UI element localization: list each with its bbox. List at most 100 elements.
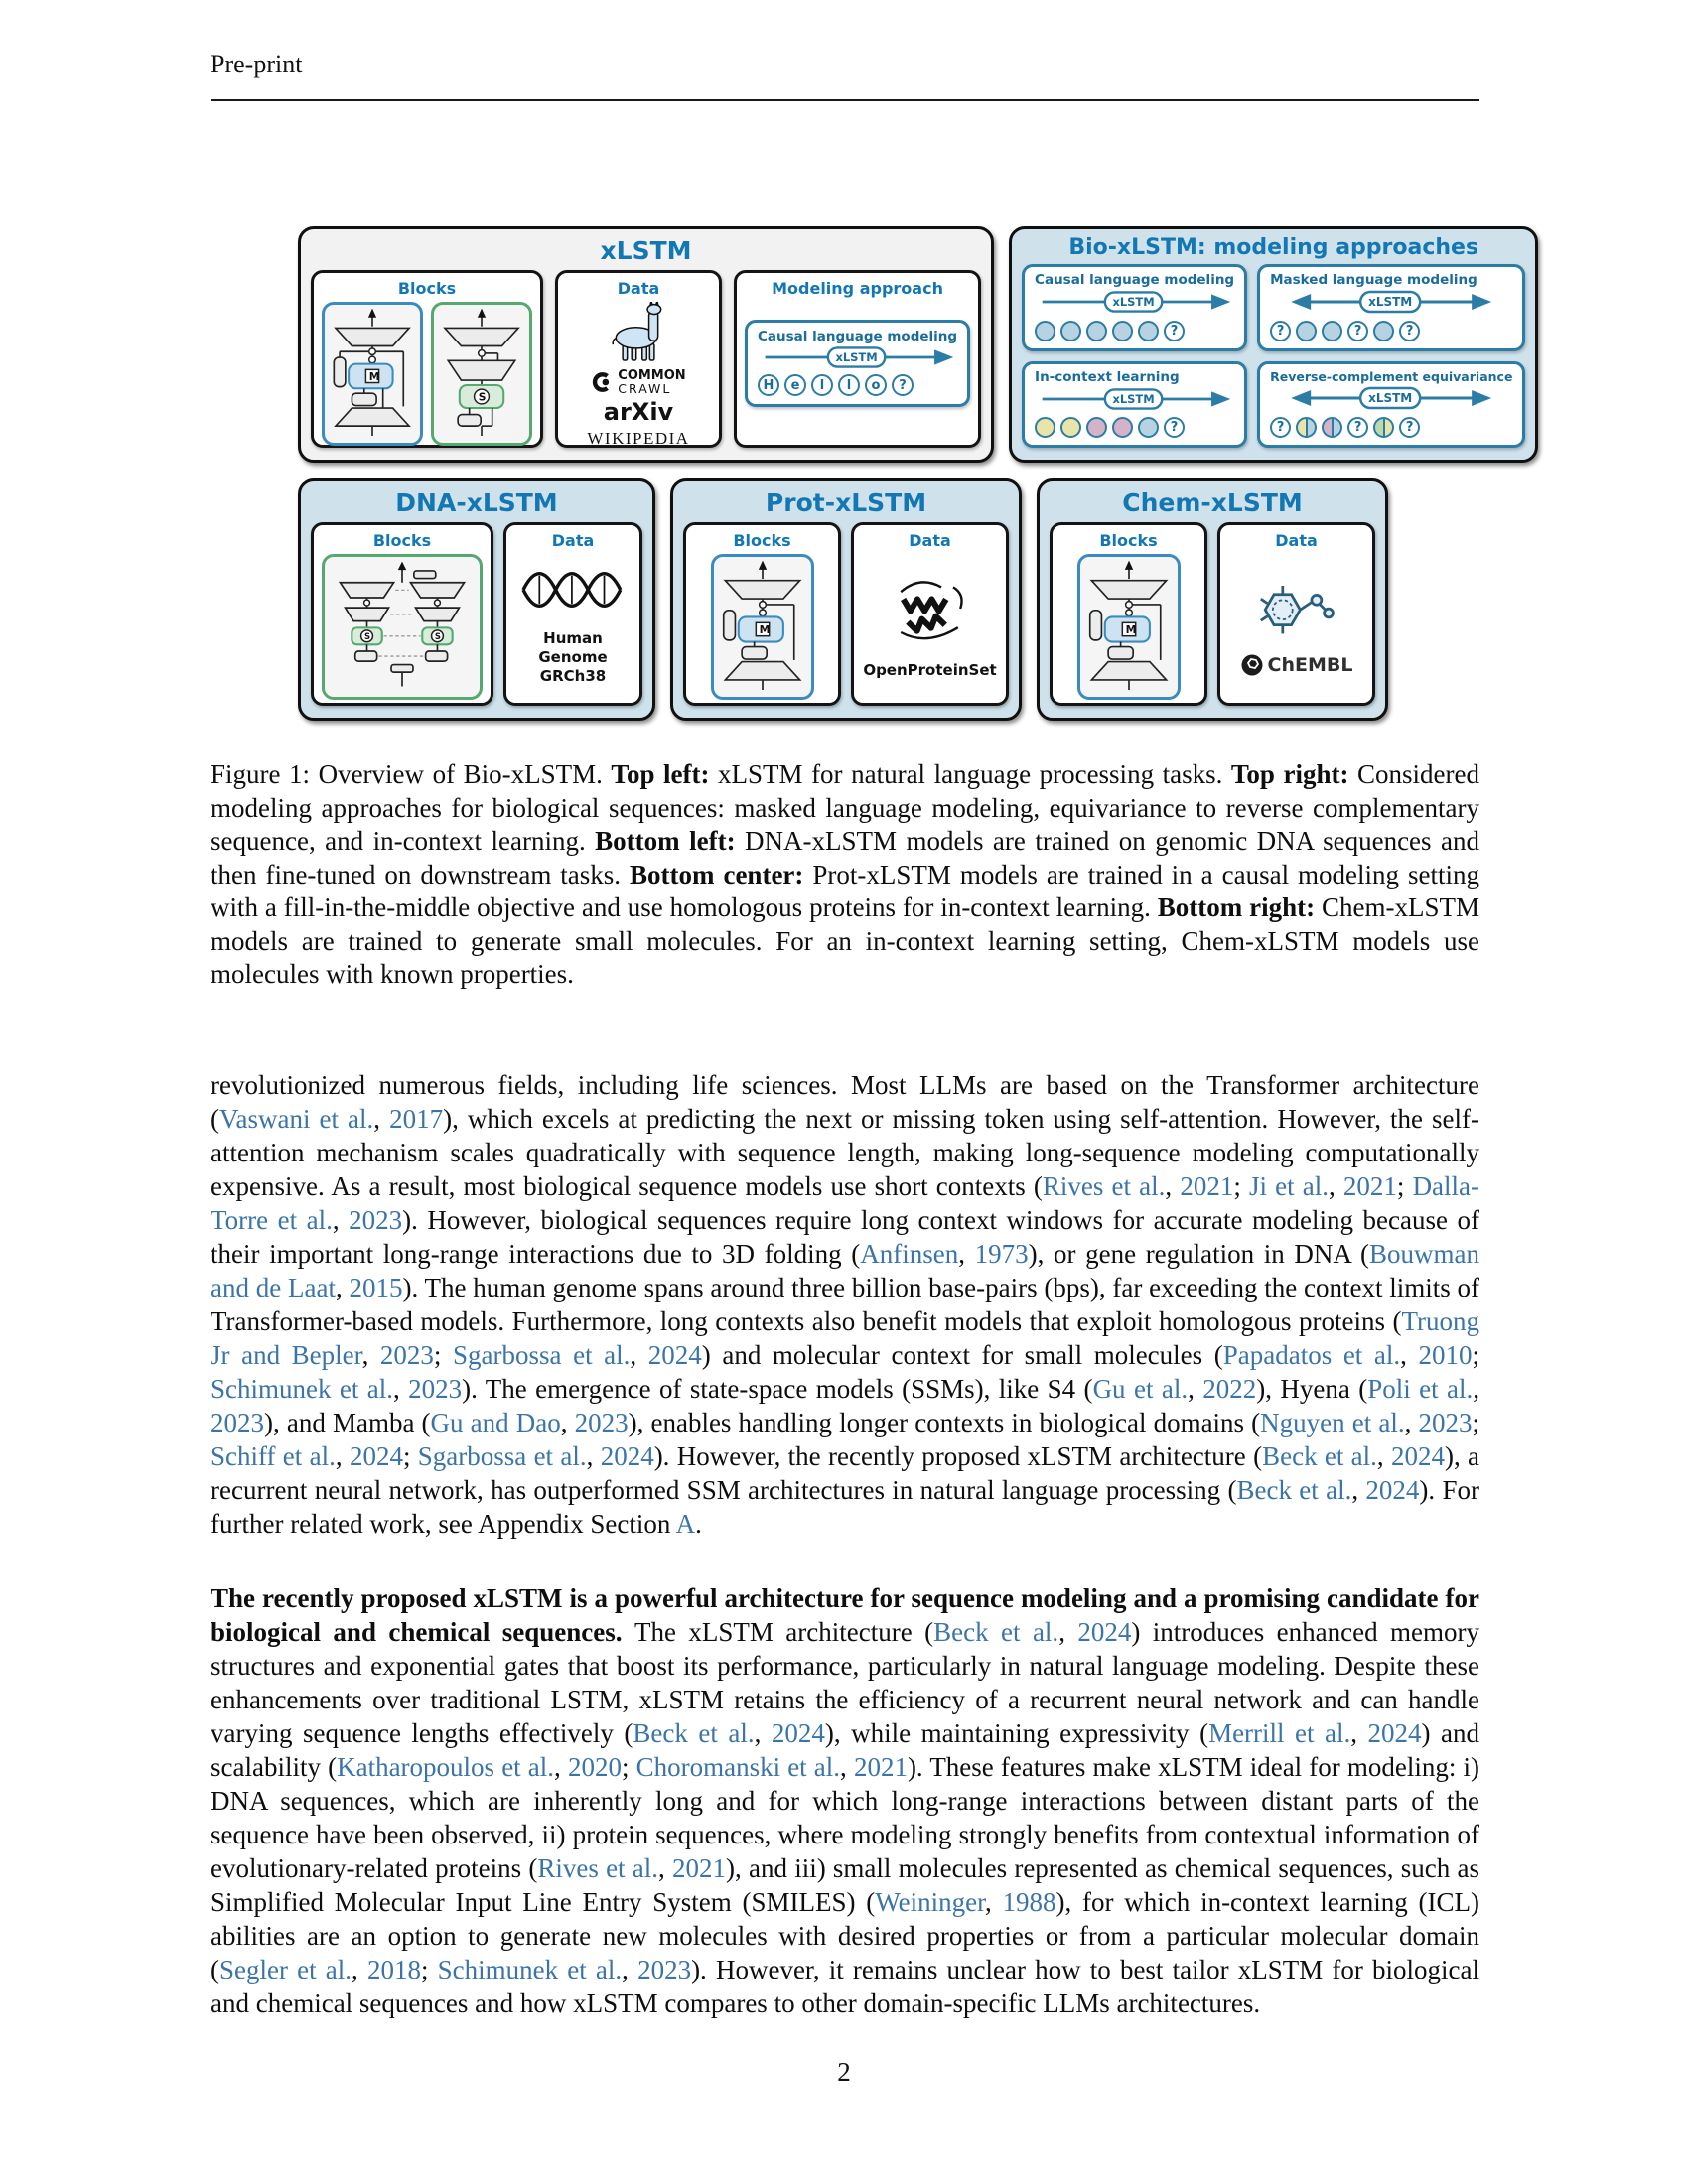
citation-link[interactable]: Beck et al. (1236, 1475, 1352, 1505)
panel-dna-xlstm: DNA-xLSTM Blocks (298, 478, 655, 721)
citation-link[interactable]: 2023 (349, 1205, 403, 1235)
protein-structure-icon (900, 580, 964, 639)
text-segment: , (1350, 1718, 1368, 1748)
citation-link[interactable]: 2023 (574, 1408, 629, 1437)
text-segment: ). The human genome spans around three b… (211, 1273, 1480, 1336)
dna-blocks-box: Blocks (311, 522, 493, 706)
svg-text:S: S (479, 391, 487, 404)
letter-token-circle: ? (892, 374, 914, 396)
citation-link[interactable]: Beck et al. (633, 1718, 755, 1748)
text-segment: , (1400, 1340, 1419, 1370)
citation-link[interactable]: 1988 (1002, 1887, 1056, 1917)
citation-link[interactable]: Segler et al. (219, 1955, 352, 1984)
citation-link[interactable]: Vaswani et al. (219, 1104, 374, 1134)
text-segment: ), a recurrent neural network, has outpe… (211, 1441, 1480, 1505)
citation-link[interactable]: 2021 (1180, 1171, 1234, 1201)
citation-link[interactable]: 2021 (853, 1752, 908, 1782)
chem-mlstm-block: M (1076, 554, 1181, 700)
citation-link[interactable]: Poli et al. (1367, 1374, 1474, 1404)
citation-link[interactable]: Ji et al. (1248, 1171, 1329, 1201)
text-segment: , (1351, 1475, 1366, 1505)
citation-link[interactable]: Sgarbossa et al. (453, 1340, 631, 1370)
citation-link[interactable]: Papadatos et al. (1222, 1340, 1401, 1370)
svg-text:S: S (364, 631, 370, 641)
panel-prot-title: Prot-xLSTM (765, 488, 927, 517)
citation-link[interactable]: 2017 (389, 1104, 444, 1134)
token-circle (1035, 417, 1056, 438)
text-segment: ; (1396, 1171, 1413, 1201)
text-segment: , (1376, 1441, 1391, 1471)
citation-link[interactable]: 2020 (567, 1752, 622, 1782)
citation-link[interactable]: 2023 (1418, 1408, 1473, 1437)
text-segment: , (335, 1441, 350, 1471)
text-segment: ). However, the recently proposed xLSTM … (653, 1441, 1263, 1471)
text-segment: ), or gene regulation in DNA ( (1028, 1239, 1370, 1269)
citation-link[interactable]: 2024 (1367, 1718, 1422, 1748)
citation-link[interactable]: Truong Jr and Bepler (211, 1306, 1479, 1370)
svg-text:xLSTM: xLSTM (835, 350, 877, 364)
molecule-icon (1260, 585, 1336, 633)
citation-link[interactable]: Schiff et al. (211, 1441, 336, 1471)
citation-link[interactable]: 2024 (1077, 1617, 1132, 1647)
citation-link[interactable]: Katharopoulos et al. (337, 1752, 555, 1782)
text-segment: , (554, 1752, 568, 1782)
citation-link[interactable]: 1973 (974, 1239, 1029, 1269)
citation-link[interactable]: Bouwman and de Laat (211, 1239, 1480, 1302)
text-segment: ). These features make xLSTM ideal for m… (211, 1752, 1480, 1883)
citation-link[interactable]: Schimunek et al. (211, 1374, 393, 1404)
text-segment: ). For further related work, see Appendi… (211, 1475, 1479, 1539)
citation-link[interactable]: Weininger (875, 1887, 986, 1917)
citation-link[interactable]: 2018 (366, 1955, 421, 1984)
citation-link[interactable]: 2023 (637, 1955, 692, 1984)
citation-link[interactable]: Beck et al. (933, 1617, 1059, 1647)
citation-link[interactable]: Schimunek et al. (437, 1955, 623, 1984)
citation-link[interactable]: Rives et al. (537, 1853, 659, 1883)
text-segment: , (658, 1853, 673, 1883)
causal-arrow-diagram: xLSTM (765, 346, 954, 368)
text-segment: ), and iii) small molecules represented … (211, 1853, 1479, 1917)
xlstm-data-box: Data (555, 270, 722, 448)
citation-link[interactable]: 2024 (771, 1718, 825, 1748)
text-segment: ; (433, 1340, 454, 1370)
citation-link[interactable]: Beck et al. (1262, 1441, 1377, 1471)
citation-link[interactable]: Gu et al. (1092, 1374, 1189, 1404)
citation-link[interactable]: Anfinsen (860, 1239, 959, 1269)
citation-link[interactable]: 2024 (600, 1441, 654, 1471)
citation-link[interactable]: Choromanski et al. (635, 1752, 841, 1782)
citation-link[interactable]: 2024 (647, 1340, 702, 1370)
citation-link[interactable]: 2010 (1418, 1340, 1473, 1370)
citation-link[interactable]: 2024 (349, 1441, 403, 1471)
letter-token-circle: l (811, 374, 833, 396)
text-segment: Considered modeling approaches for biolo… (211, 759, 1480, 856)
svg-text:M: M (759, 623, 770, 636)
citation-link[interactable]: 2021 (1342, 1171, 1397, 1201)
citation-link[interactable]: Gu and Dao (430, 1408, 561, 1437)
data-label: Data (617, 279, 660, 298)
panel-bio-xlstm: Bio-xLSTM: modeling approaches Causal la… (1009, 226, 1539, 463)
letter-token-circle: H (758, 374, 779, 396)
text-segment: , (630, 1340, 648, 1370)
citation-link[interactable]: 2021 (672, 1853, 727, 1883)
citation-link[interactable]: Merrill et al. (1208, 1718, 1351, 1748)
both-arrow-diagram: xLSTM (1291, 387, 1492, 410)
bold-text: The recently proposed xLSTM is a powerfu… (211, 1583, 1479, 1647)
citation-link[interactable]: Dalla-Torre et al. (211, 1171, 1480, 1235)
citation-link[interactable]: Rives et al. (1042, 1171, 1166, 1201)
citation-link[interactable]: 2024 (1365, 1475, 1420, 1505)
text-segment: , (840, 1752, 854, 1782)
citation-link[interactable]: 2023 (379, 1340, 434, 1370)
text-segment: , (1404, 1408, 1419, 1437)
citation-link[interactable]: 2024 (1391, 1441, 1445, 1471)
citation-link[interactable]: Nguyen et al. (1260, 1408, 1405, 1437)
llama-icon (612, 302, 662, 361)
panel-chem-xlstm: Chem-xLSTM Blocks (1037, 478, 1388, 721)
text-segment: Chem-xLSTM models are trained to generat… (211, 892, 1480, 989)
citation-link[interactable]: 2022 (1202, 1374, 1257, 1404)
unknown-token-circle: ? (1270, 320, 1292, 341)
citation-link[interactable]: 2023 (211, 1408, 264, 1437)
citation-link[interactable]: 2015 (349, 1273, 403, 1302)
citation-link[interactable]: Sgarbossa et al. (417, 1441, 587, 1471)
citation-link[interactable]: 2023 (408, 1374, 463, 1404)
citation-link[interactable]: A (675, 1509, 696, 1539)
